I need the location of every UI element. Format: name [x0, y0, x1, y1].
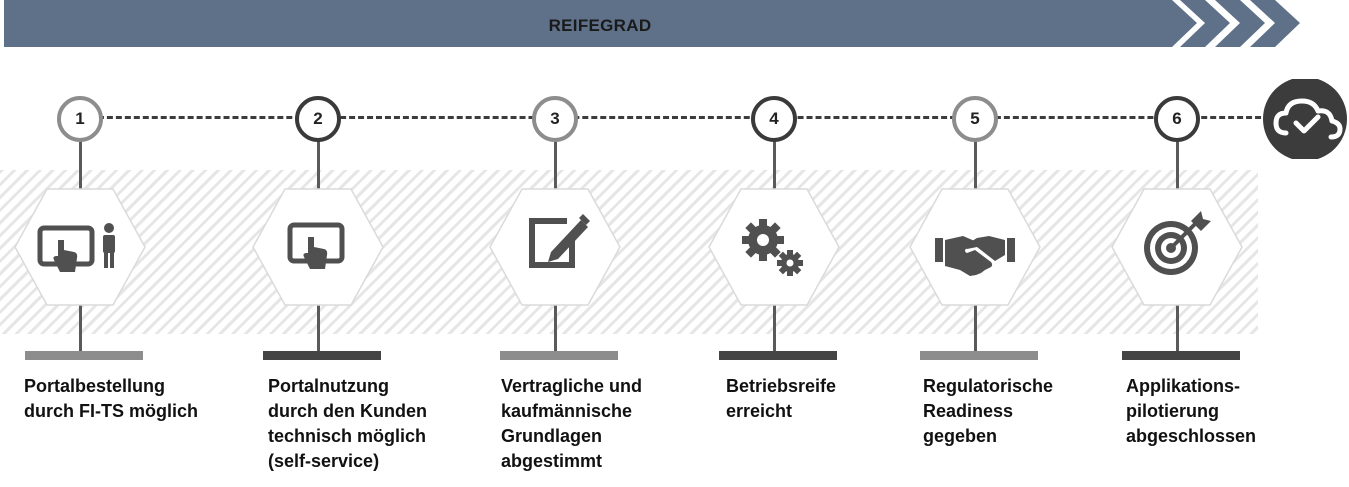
- step-4-stem-bottom: [773, 304, 776, 352]
- tablet-touch-icon: [287, 222, 345, 269]
- step-5-stem-bottom: [974, 304, 977, 352]
- chevron-2: [1180, 0, 1230, 47]
- step-1-base: [25, 351, 143, 360]
- step-4-base: [719, 351, 837, 360]
- step-4-stem-top: [773, 138, 776, 190]
- timeline-dashed-line: [80, 116, 1270, 119]
- step-3-base: [500, 351, 618, 360]
- chevron-4: [1250, 0, 1300, 47]
- step-3-stem-bottom: [554, 304, 557, 352]
- reifegrad-banner: [4, 0, 1300, 47]
- step-1-number: 1: [57, 96, 103, 142]
- step-4-hexagon: [708, 188, 840, 306]
- step-6-stem-bottom: [1176, 304, 1179, 352]
- step-1-label: Portalbestellung durch FI-TS möglich: [24, 376, 198, 421]
- chevron-1: [1148, 0, 1197, 47]
- step-3-label: Vertragliche und kaufmännische Grundlage…: [501, 376, 643, 471]
- target-icon: [1144, 211, 1211, 275]
- step-5-hexagon: [909, 188, 1041, 306]
- step-5-stem-top: [974, 138, 977, 190]
- step-3-stem-top: [554, 138, 557, 190]
- step-2-stem-top: [317, 138, 320, 190]
- step-6-label: Applikations- pilotierung abgeschlossen: [1126, 376, 1257, 446]
- step-2-number: 2: [295, 96, 341, 142]
- step-2-hexagon: [252, 188, 384, 306]
- cloud-check-icon: [1263, 79, 1347, 159]
- step-6-stem-top: [1176, 138, 1179, 190]
- step-1-hexagon: [14, 188, 146, 306]
- step-4-label: Betriebsreife erreicht: [726, 376, 837, 421]
- step-5-number: 5: [952, 96, 998, 142]
- step-4-number: 4: [751, 96, 797, 142]
- step-3-number: 3: [532, 96, 578, 142]
- step-6-number: 6: [1154, 96, 1200, 142]
- chevron-3: [1215, 0, 1265, 47]
- step-5-label: Regulatorische Readiness gegeben: [923, 376, 1054, 446]
- document-edit-icon: [529, 214, 590, 268]
- banner-title: REIFEGRAD: [548, 16, 652, 35]
- step-3-hexagon: [489, 188, 621, 306]
- gears-icon: [742, 219, 803, 276]
- step-2-base: [263, 351, 381, 360]
- step-2-label: Portalnutzung durch den Kunden technisch…: [268, 376, 427, 471]
- handshake-icon: [935, 236, 1015, 276]
- step-1-stem-top: [79, 138, 82, 190]
- step-1-stem-bottom: [79, 304, 82, 352]
- tablet-touch-person-icon: [37, 223, 115, 272]
- step-2-stem-bottom: [317, 304, 320, 352]
- step-5-base: [920, 351, 1038, 360]
- step-6-base: [1122, 351, 1240, 360]
- step-6-hexagon: [1111, 188, 1243, 306]
- hatched-band: [0, 170, 1258, 334]
